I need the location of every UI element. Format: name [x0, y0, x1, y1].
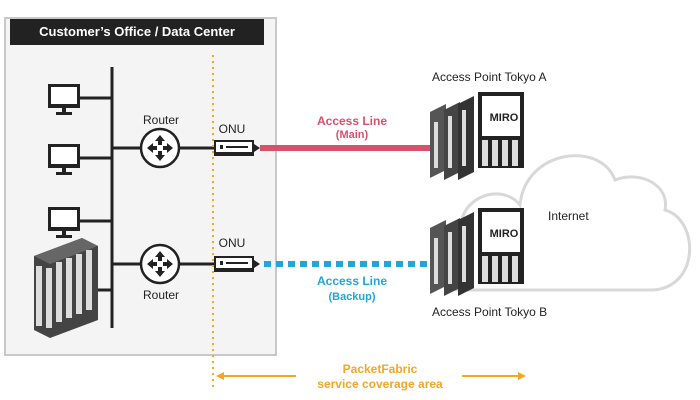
onu-top-icon: [214, 140, 260, 156]
router-top-label: Router: [142, 113, 180, 127]
access-point-a-icon: [430, 92, 524, 180]
onu-bottom-icon: [214, 256, 260, 272]
router-bottom-label: Router: [142, 288, 180, 302]
internet-label: Internet: [548, 209, 589, 223]
access-line-main-label: Access Line: [316, 114, 388, 128]
office-title: Customer’s Office / Data Center: [10, 19, 264, 45]
onu-bottom-label: ONU: [218, 236, 246, 250]
access-line-backup-label: Access Line: [316, 274, 388, 288]
router-bottom-icon: [139, 243, 181, 285]
access-point-a-label: Access Point Tokyo A: [432, 70, 547, 84]
router-top-icon: [139, 127, 181, 169]
access-point-b-logo: MIRO: [489, 228, 519, 240]
office-server-icon: [34, 238, 98, 338]
access-point-b-label: Access Point Tokyo B: [432, 305, 548, 319]
access-line-backup-sub: (Backup): [328, 291, 376, 303]
onu-top-label: ONU: [218, 122, 246, 136]
access-point-a-logo: MIRO: [489, 112, 519, 124]
coverage-label-line1: PacketFabric: [342, 362, 418, 376]
coverage-label-line2: service coverage area: [317, 377, 443, 391]
access-line-main-sub: (Main): [335, 129, 369, 141]
